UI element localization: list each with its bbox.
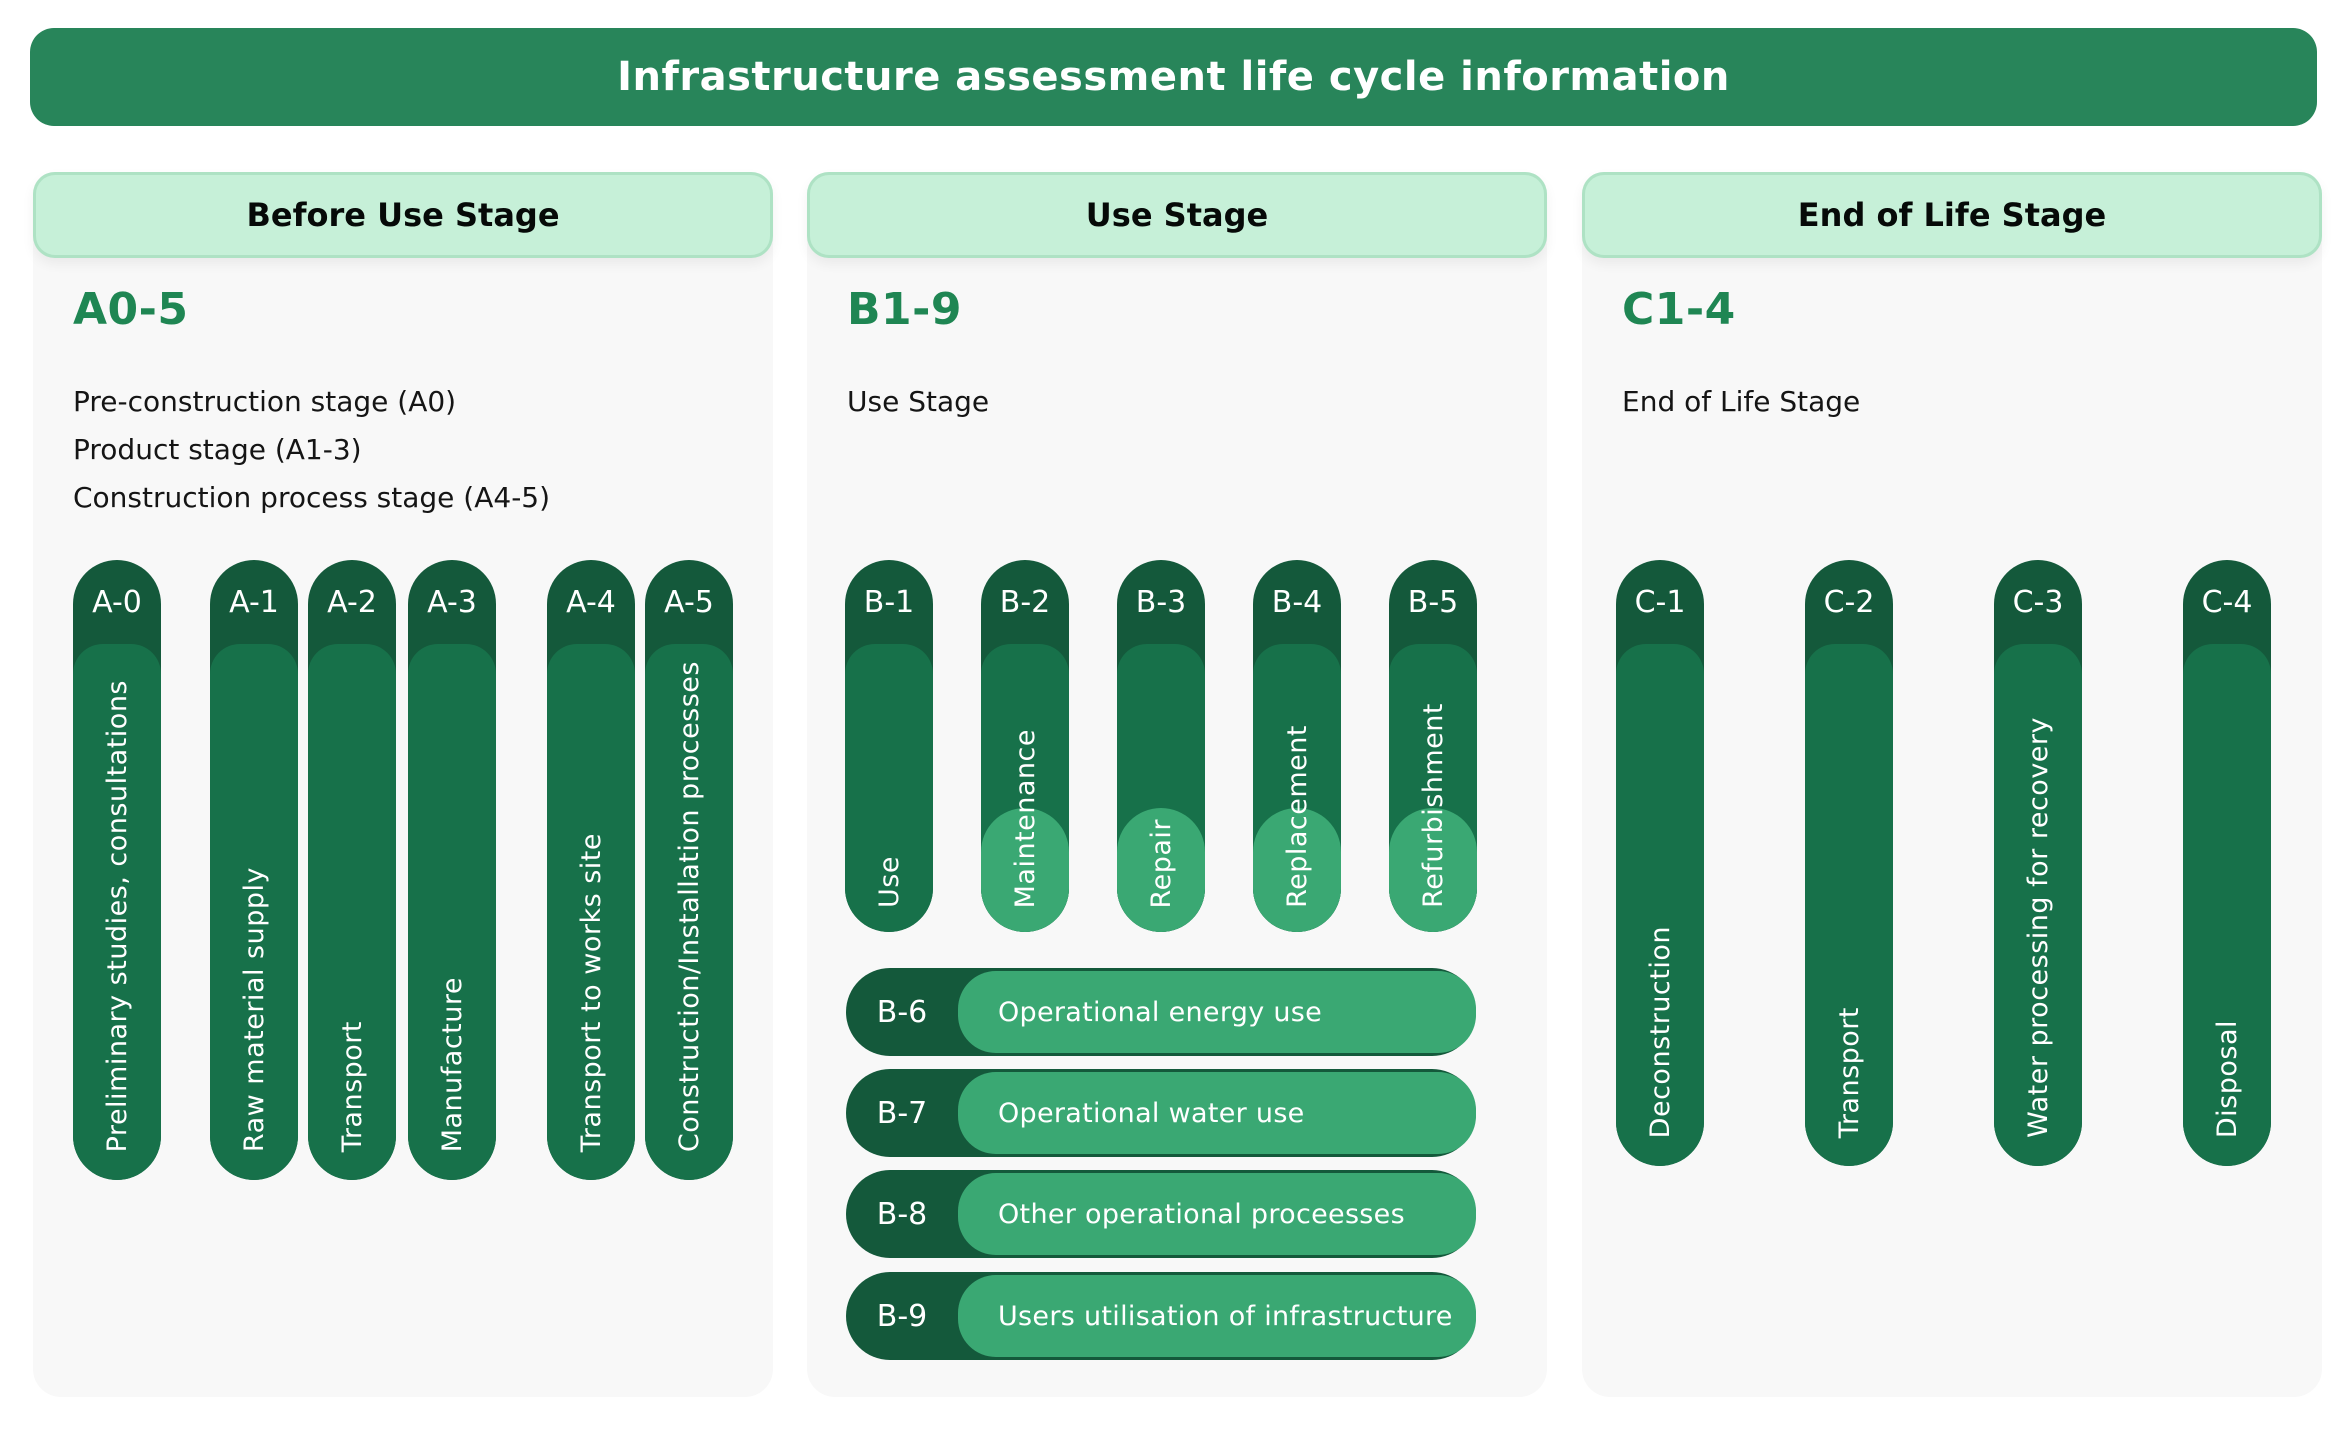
pillar-body — [845, 644, 933, 932]
pillar-id: A-1 — [229, 584, 279, 620]
description-line: Pre-construction stage (A0) — [73, 385, 457, 418]
row-b8: B-8 Other operational proceesses — [846, 1170, 1476, 1258]
description-line: End of Life Stage — [1622, 385, 1861, 418]
row-label: Operational water use — [998, 1097, 1305, 1129]
pillar-capsule — [1253, 808, 1341, 932]
pillar-label: Deconstruction — [1644, 925, 1676, 1138]
pillar-body — [1994, 644, 2082, 1166]
pillar-a5: A-5 Construction/Installation processes — [645, 560, 733, 1180]
pillar-body — [2183, 644, 2271, 1166]
pillar-a2: A-2 Transport — [308, 560, 396, 1180]
section-description: Use Stage — [847, 378, 989, 426]
row-id: B-6 — [876, 994, 928, 1030]
pillar-a3: A-3 Manufacture — [408, 560, 496, 1180]
row-id: B-7 — [876, 1095, 928, 1131]
pillar-c2: C-2 Transport — [1805, 560, 1893, 1166]
pillar-a0: A-0 Preliminary studies, consultations — [73, 560, 161, 1180]
pillar-body — [210, 644, 298, 1180]
pillar-body — [645, 644, 733, 1180]
row-pill — [958, 971, 1476, 1053]
row-b7: B-7 Operational water use — [846, 1069, 1476, 1157]
pillar-label: Transport — [1833, 1006, 1865, 1138]
panel-use-stage: Use Stage B1-9 Use Stage B-1 Use B-2 Mai… — [807, 172, 1547, 1397]
pillar-label: Replacement — [1281, 725, 1313, 908]
row-pill — [958, 1173, 1476, 1255]
pillar-body — [1616, 644, 1704, 1166]
pillar-id: A-2 — [327, 584, 377, 620]
panel-header: Use Stage — [807, 172, 1547, 258]
pillar-label: Transport to works site — [575, 832, 607, 1152]
pillar-label: Refurbishment — [1417, 703, 1449, 908]
pillar-label: Raw material supply — [238, 866, 270, 1152]
title-banner: Infrastructure assessment life cycle inf… — [30, 28, 2317, 126]
pillar-id: A-3 — [427, 584, 477, 620]
row-id: B-9 — [876, 1298, 928, 1334]
pillar-label: Construction/Installation processes — [673, 660, 705, 1152]
panel-header: Before Use Stage — [33, 172, 773, 258]
pillar-capsule — [981, 808, 1069, 932]
pillar-label: Water processing for recovery — [2022, 717, 2054, 1138]
panel-header-label: Use Stage — [1085, 196, 1269, 234]
row-pill — [958, 1072, 1476, 1154]
row-label: Other operational proceesses — [998, 1198, 1405, 1230]
row-label: Users utilisation of infrastructure — [998, 1300, 1453, 1332]
row-b6: B-6 Operational energy use — [846, 968, 1476, 1056]
row-id: B-8 — [876, 1196, 928, 1232]
description-line: Use Stage — [847, 385, 990, 418]
pillar-label: Manufacture — [436, 976, 468, 1152]
pillar-body — [1805, 644, 1893, 1166]
pillar-id: C-1 — [1634, 584, 1686, 620]
pillar-label: Preliminary studies, consultations — [101, 679, 133, 1152]
pillar-b1: B-1 Use — [845, 560, 933, 932]
pillar-id: B-5 — [1407, 584, 1459, 620]
pillar-c4: C-4 Disposal — [2183, 560, 2271, 1166]
description-line: Construction process stage (A4-5) — [73, 481, 551, 514]
pillar-label: Maintenance — [1009, 728, 1041, 908]
row-pill — [958, 1275, 1476, 1357]
pillar-body — [408, 644, 496, 1180]
pillar-id: B-1 — [863, 584, 915, 620]
pillar-id: C-2 — [1823, 584, 1875, 620]
pillar-id: A-5 — [664, 584, 714, 620]
pillar-b3: B-3 Repair — [1117, 560, 1205, 932]
pillar-id: A-0 — [92, 584, 142, 620]
pillar-a1: A-1 Raw material supply — [210, 560, 298, 1180]
pillar-b4: B-4 Replacement — [1253, 560, 1341, 932]
row-b9: B-9 Users utilisation of infrastructure — [846, 1272, 1476, 1360]
pillar-c3: C-3 Water processing for recovery — [1994, 560, 2082, 1166]
pillar-label: Disposal — [2211, 1019, 2243, 1138]
pillar-body — [547, 644, 635, 1180]
panel-header-label: Before Use Stage — [246, 196, 560, 234]
description-line: Product stage (A1-3) — [73, 433, 362, 466]
pillar-body — [308, 644, 396, 1180]
page-title: Infrastructure assessment life cycle inf… — [617, 54, 1730, 100]
pillar-capsule — [1117, 808, 1205, 932]
pillar-capsule — [1389, 808, 1477, 932]
section-code: A0-5 — [73, 284, 189, 335]
pillar-id: A-4 — [566, 584, 616, 620]
section-code: B1-9 — [847, 284, 963, 335]
pillar-a4: A-4 Transport to works site — [547, 560, 635, 1180]
pillar-label: Use — [873, 856, 905, 908]
pillar-id: B-3 — [1135, 584, 1187, 620]
pillar-b2: B-2 Maintenance — [981, 560, 1069, 932]
section-description: End of Life Stage — [1622, 378, 1860, 426]
pillar-id: B-2 — [999, 584, 1051, 620]
pillar-c1: C-1 Deconstruction — [1616, 560, 1704, 1166]
pillar-label: Repair — [1145, 818, 1177, 908]
row-label: Operational energy use — [998, 996, 1323, 1028]
pillar-id: C-3 — [2012, 584, 2064, 620]
panel-header-label: End of Life Stage — [1797, 196, 2107, 234]
pillar-b5: B-5 Refurbishment — [1389, 560, 1477, 932]
panel-before-use-stage: Before Use Stage A0-5 Pre-construction s… — [33, 172, 773, 1397]
panel-header: End of Life Stage — [1582, 172, 2322, 258]
pillar-id: C-4 — [2201, 584, 2253, 620]
pillar-body — [73, 644, 161, 1180]
section-description: Pre-construction stage (A0) Product stag… — [73, 378, 550, 522]
panel-end-of-life-stage: End of Life Stage C1-4 End of Life Stage… — [1582, 172, 2322, 1397]
section-code: C1-4 — [1622, 284, 1736, 335]
pillar-id: B-4 — [1271, 584, 1323, 620]
pillar-label: Transport — [336, 1020, 368, 1152]
